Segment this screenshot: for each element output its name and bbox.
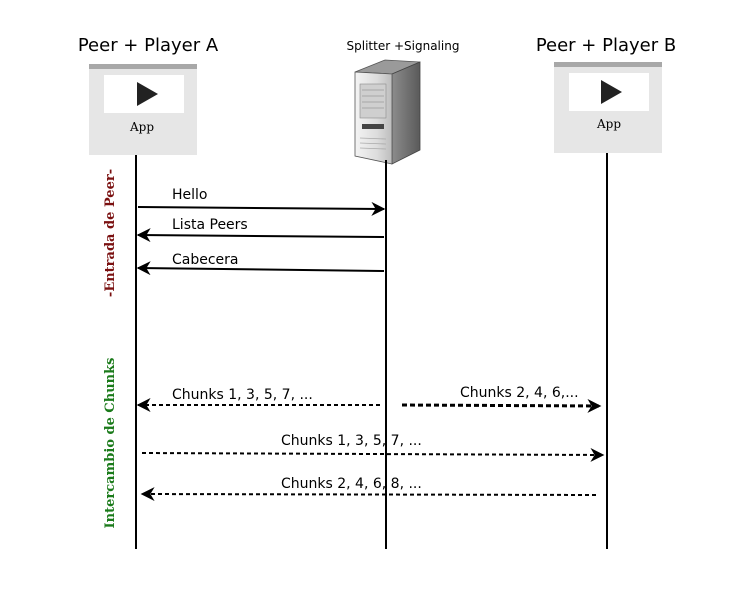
- play-icon: [137, 82, 158, 106]
- splitter-title: Splitter +Signaling: [347, 39, 460, 53]
- message-chunks-even-b-to-a-label: Chunks 2, 4, 6, 8, ...: [281, 476, 422, 492]
- play-icon: [601, 80, 622, 104]
- browser-window-icon: [89, 64, 197, 155]
- message-chunks-even-b-to-a: Chunks 2, 4, 6, 8, ...: [140, 476, 597, 502]
- message-peer-list-label: Lista Peers: [172, 217, 248, 233]
- peer-b-app-window: App: [554, 62, 662, 153]
- message-chunks-odd-a-to-b-label: Chunks 1, 3, 5, 7, ...: [281, 433, 422, 449]
- server-tower-icon: [354, 59, 421, 165]
- peer-a-app-window: App: [89, 64, 197, 155]
- browser-window-icon: [554, 62, 662, 153]
- message-hello: Hello: [137, 187, 386, 216]
- message-chunks-even-to-b: Chunks 2, 4, 6,...: [401, 385, 602, 413]
- message-peer-list: Lista Peers: [136, 217, 385, 243]
- message-header: Cabecera: [136, 252, 385, 276]
- peer-a-app-label: App: [129, 120, 154, 134]
- message-header-label: Cabecera: [172, 252, 239, 268]
- peer-b-app-label: App: [596, 117, 621, 131]
- message-hello-label: Hello: [172, 187, 208, 203]
- phase-entry-label: -Entrada de Peer-: [103, 169, 118, 297]
- message-chunks-odd-a-to-b: Chunks 1, 3, 5, 7, ...: [141, 433, 605, 462]
- message-chunks-odd-to-a-label: Chunks 1, 3, 5, 7, ...: [172, 387, 313, 403]
- phase-exchange-label: Intercambio de Chunks: [103, 358, 118, 529]
- peer-b-title: Peer + Player B: [536, 35, 676, 56]
- message-chunks-even-to-b-label: Chunks 2, 4, 6,...: [460, 385, 579, 401]
- message-chunks-odd-to-a: Chunks 1, 3, 5, 7, ...: [136, 387, 380, 412]
- peer-a-title: Peer + Player A: [78, 35, 219, 56]
